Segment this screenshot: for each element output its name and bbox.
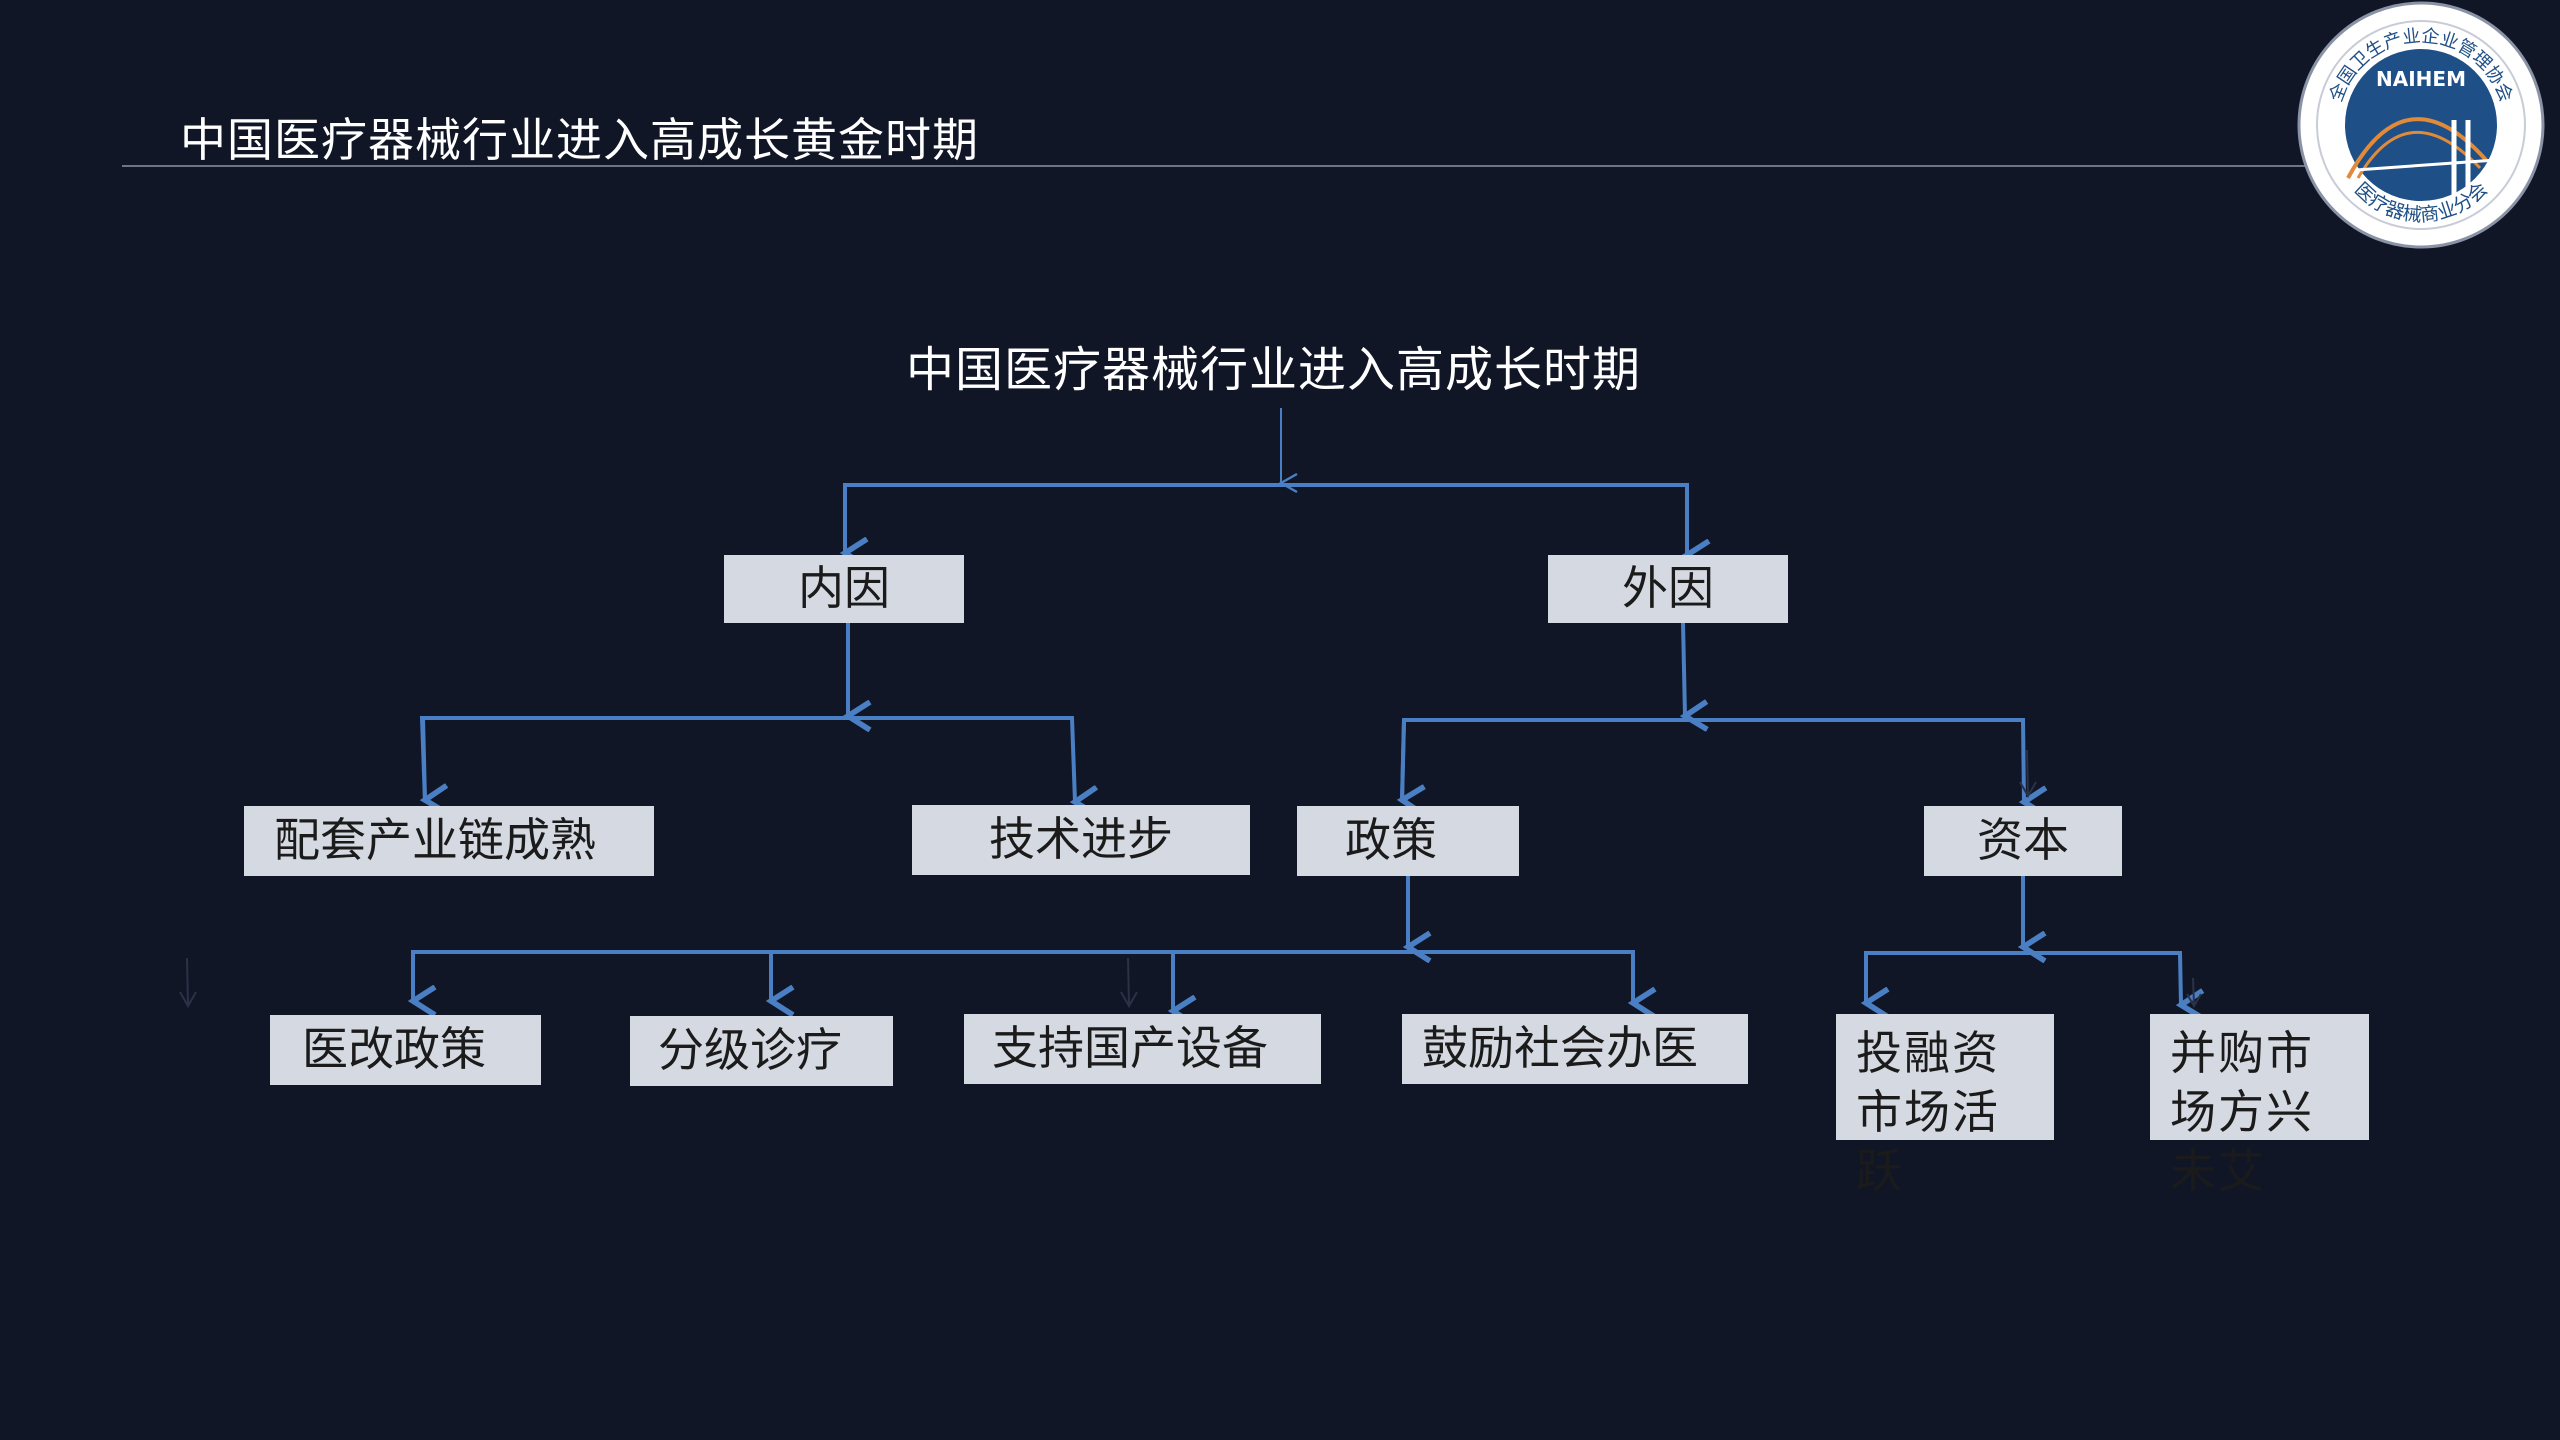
root-branch: [843, 483, 1687, 555]
title-divider: [122, 165, 2312, 167]
node-external: 外因: [1548, 555, 1788, 623]
policy-branch: [411, 950, 1633, 1003]
external-branch: [1400, 718, 2024, 802]
node-mna-market: 并购市场方兴未艾: [2150, 1014, 2369, 1198]
node-capital: 资本: [1924, 806, 2122, 876]
capital-branch: [1864, 951, 2181, 1005]
node-policy: 政策: [1297, 806, 1519, 876]
internal-branch: [419, 716, 1075, 802]
node-domestic-equipment: 支持国产设备: [964, 1014, 1321, 1084]
naihem-logo: NAIHEM 全国卫生产业企业管理协会 医疗器械商业分会: [2297, 1, 2545, 249]
diagram-root: 中国医疗器械行业进入高成长时期: [906, 342, 1642, 398]
stray-mark-2: [1120, 957, 1138, 1009]
node-medical-reform: 医改政策: [270, 1015, 541, 1085]
external-branch-left-head: [1402, 719, 1404, 800]
logo-name: NAIHEM: [2376, 67, 2466, 91]
stray-mark-3: [2019, 749, 2037, 799]
node-private-medical: 鼓励社会办医: [1402, 1014, 1748, 1084]
node-tech-progress: 技术进步: [912, 805, 1250, 875]
stray-mark-4: [2186, 977, 2202, 1008]
internal-branch-left-head: [423, 717, 425, 800]
page-title: 中国医疗器械行业进入高成长黄金时期: [180, 113, 979, 167]
node-tiered-care: 分级诊疗: [630, 1016, 893, 1086]
node-internal: 内因: [724, 555, 964, 623]
external-arrow: [1683, 621, 1685, 716]
node-financing-market: 投融资市场活跃: [1836, 1014, 2054, 1198]
node-supply-chain: 配套产业链成熟: [244, 806, 654, 876]
stray-mark-1: [179, 957, 197, 1009]
bridge-logo-icon: [2346, 117, 2497, 195]
